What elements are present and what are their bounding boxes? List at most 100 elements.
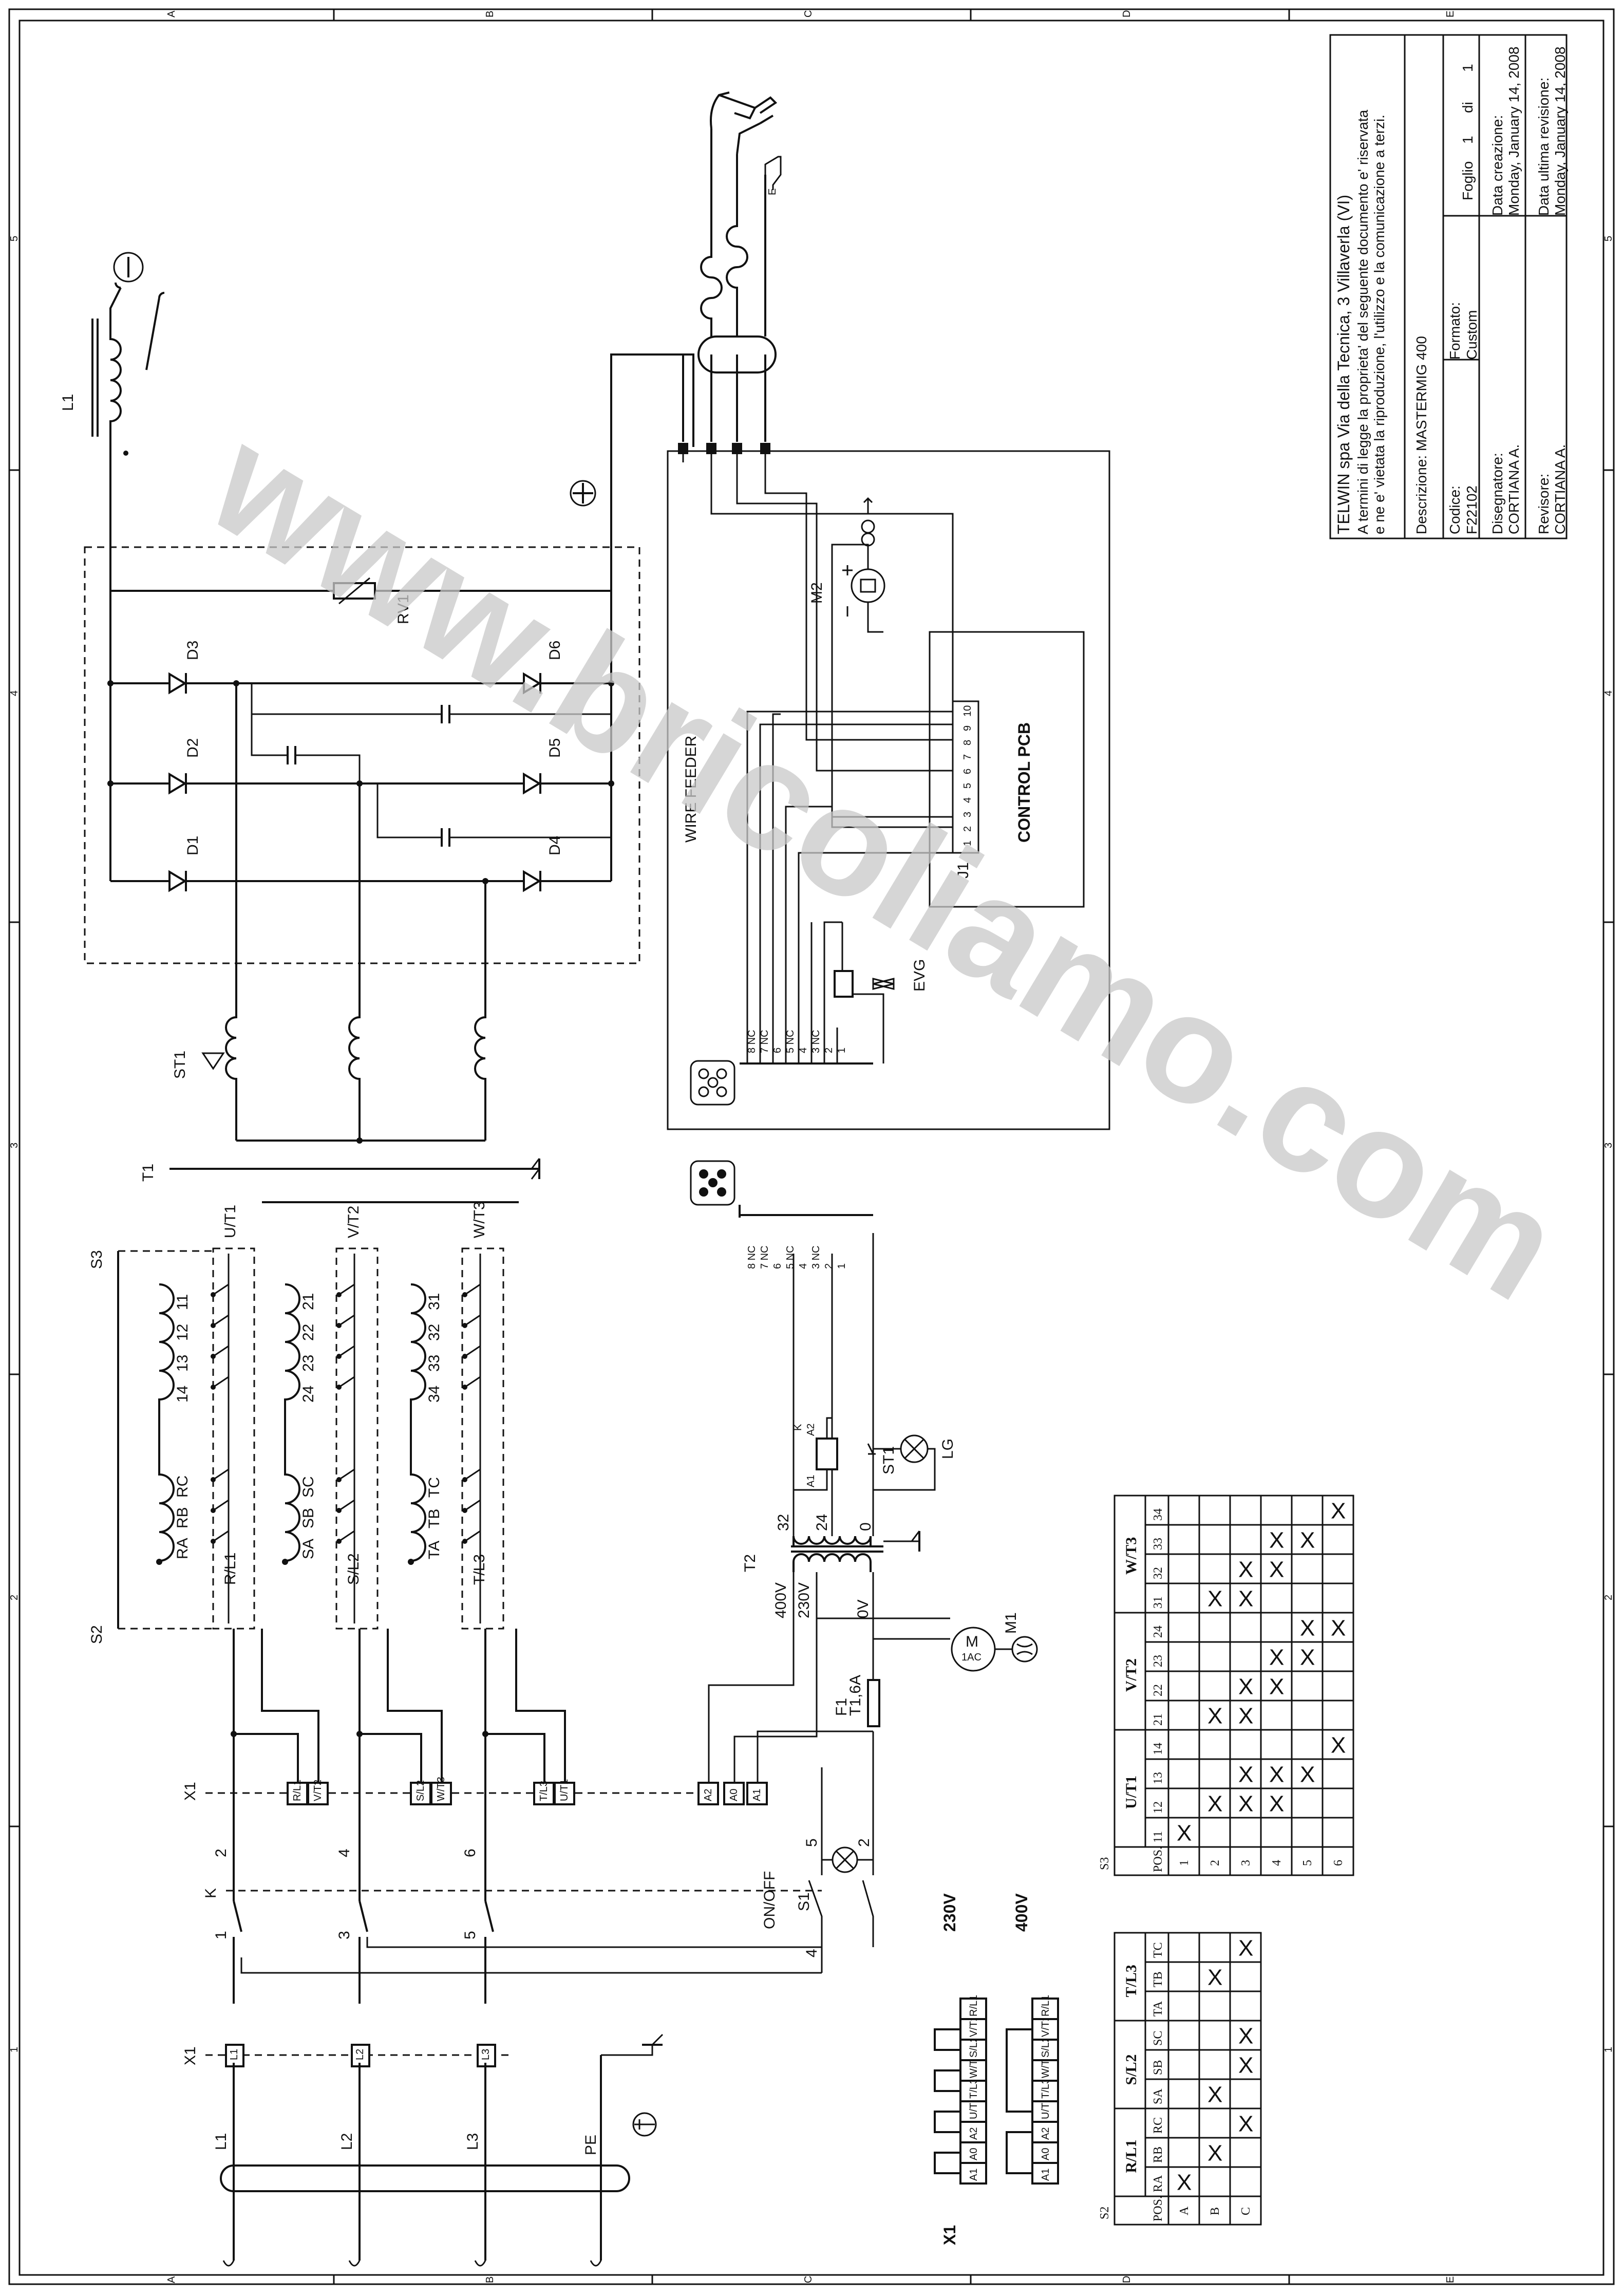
coil-a1: A1 xyxy=(805,1475,817,1487)
winding-tap-label: TA xyxy=(426,1541,443,1559)
feeder-connector xyxy=(690,1060,873,1106)
line-l3-label: L3 xyxy=(464,2133,481,2150)
config-400v-row-cell xyxy=(1031,2059,1059,2082)
s2-table-pos-header: POS. xyxy=(1152,2196,1165,2222)
config-400v-row-label: A0 xyxy=(1040,2148,1051,2160)
aux-transformer-t2: T2 400V 230V 0V 32 24 0 xyxy=(708,1514,920,1783)
s2-table-mark: X xyxy=(1238,2112,1253,2137)
s3-table-mark: X xyxy=(1207,1791,1222,1817)
s2-table-column-header: SB xyxy=(1152,2060,1165,2075)
s3-table-column-header: 32 xyxy=(1152,1567,1165,1579)
line-l2-label: L2 xyxy=(338,2133,355,2150)
control-connector-lower xyxy=(690,1160,873,1218)
s2-table-column-header: RC xyxy=(1152,2117,1165,2134)
frame-number-left: 5 xyxy=(9,236,20,241)
s2-table-column-header: RB xyxy=(1152,2146,1165,2163)
notice-line-2: e ne e' vietata la riproduzione, l'utili… xyxy=(1371,115,1387,534)
thermostat-t1: T1 xyxy=(140,1158,540,1182)
euro-connector: E xyxy=(678,91,954,772)
s3-table-group-header: V/T2 xyxy=(1123,1658,1140,1692)
winding-tap-label: 33 xyxy=(426,1355,443,1372)
x1-terminal-label: T/L3 xyxy=(538,1781,550,1801)
s3-table-mark: X xyxy=(1331,1499,1346,1524)
k-pin-3: 3 xyxy=(336,1931,353,1939)
t2-230v: 230V xyxy=(796,1582,813,1618)
config-400v-row-label: A1 xyxy=(1040,2169,1051,2181)
x1-terminal-label: V/T2 xyxy=(312,1780,324,1801)
x1-terminal xyxy=(746,1782,768,1805)
s3-table-row-pos: 3 xyxy=(1239,1860,1253,1866)
f1-label: F1 xyxy=(833,1698,850,1716)
s3-table-mark: X xyxy=(1207,1704,1222,1729)
code-label: Codice: xyxy=(1447,486,1463,534)
designer-name: CORTIANA A. xyxy=(1506,444,1522,534)
s3-label: S3 xyxy=(88,1250,105,1269)
frame-number-right: 4 xyxy=(1603,690,1614,696)
x1-voltage-config: X1 230V 400V A1A0A2U/T1T/L3W/T3S/L2V/T2R… xyxy=(934,1893,1059,2245)
line-l1-label: L1 xyxy=(213,2133,230,2150)
s3-table-column-header: 13 xyxy=(1152,1772,1165,1784)
sheet-number: 1 xyxy=(1460,136,1476,144)
config-230v-row-label: R/L1 xyxy=(968,1995,979,2017)
j1-pin-label: 3 xyxy=(962,812,973,817)
t2-32: 32 xyxy=(775,1514,792,1531)
jumper-230v xyxy=(934,2152,960,2174)
s2-table-row-pos: A xyxy=(1178,2206,1191,2215)
t1-label: T1 xyxy=(140,1164,157,1182)
frame-number-left: 1 xyxy=(9,2047,20,2052)
s3-table-mark: X xyxy=(1300,1528,1315,1553)
winding-tap-label: 24 xyxy=(300,1386,317,1403)
frame-number-left: 4 xyxy=(9,690,20,696)
config-230v-row-cell xyxy=(959,1998,987,2020)
frame-letter-top: D xyxy=(1121,10,1133,17)
coil-a2: A2 xyxy=(805,1424,817,1436)
winding-tap-label: 34 xyxy=(426,1386,443,1403)
s2-table-column-header: TC xyxy=(1152,1942,1165,1958)
diode-d2 xyxy=(168,772,187,795)
primary-wiring xyxy=(231,1629,566,1901)
s2-label: S2 xyxy=(88,1625,105,1644)
x1-terminal xyxy=(697,1782,719,1805)
m1-motor-sub: 1AC xyxy=(961,1652,982,1663)
s1-sub-label: ON/OFF xyxy=(761,1871,778,1929)
revised-date: Monday, January 14, 2008 xyxy=(1552,47,1568,216)
mains-input: L1 L2 L3 PE xyxy=(213,2033,664,2267)
fan-motor-m1: M 1AC M1 xyxy=(817,1612,1038,1672)
s2-table-column-header: TA xyxy=(1152,2001,1165,2017)
reviser-label: Revisore: xyxy=(1536,474,1552,534)
config-400v-row-label: U/T1 xyxy=(1040,2097,1051,2119)
feeder-wire-label: 1 xyxy=(836,1048,847,1053)
feeder-motor-m2 xyxy=(851,568,885,603)
feeder-wire-label: 4 xyxy=(798,1048,809,1053)
x1-terminal-label: W/T3 xyxy=(436,1777,447,1801)
sheet-total: 1 xyxy=(1460,64,1476,72)
m1-motor-text: M xyxy=(966,1633,978,1650)
s2-table-mark: X xyxy=(1238,1936,1253,1961)
inner-frame xyxy=(18,20,1605,2276)
t2-400v: 400V xyxy=(772,1582,789,1618)
frame-number-left: 3 xyxy=(9,1143,20,1148)
s3-table-pos-header: POS. xyxy=(1152,1846,1165,1872)
diode-d1 xyxy=(168,870,187,892)
feeder-wiring: EVG M2 xyxy=(746,497,953,1063)
j1-pin-label: 2 xyxy=(962,826,973,832)
s3-table-column-header: 14 xyxy=(1152,1743,1165,1755)
s2-table-mark: X xyxy=(1238,2024,1253,2049)
revised-label: Data ultima revisione: xyxy=(1536,78,1552,216)
s3-switch-table: U/T1V/T2W/T3111213142122232431323334POS.… xyxy=(1098,1495,1354,1876)
sheet-of: di xyxy=(1460,102,1476,113)
lower-wire-label: 8 NC xyxy=(746,1245,758,1269)
s2-table-row-pos: C xyxy=(1239,2207,1253,2215)
s3-table-group-header: U/T1 xyxy=(1123,1776,1140,1809)
format-value: Custom xyxy=(1464,310,1480,360)
config-400v-row-cell xyxy=(1031,2121,1059,2143)
s1-pin-5: 5 xyxy=(803,1838,820,1847)
s3-table-column-header: 21 xyxy=(1152,1713,1165,1726)
feeder-wire-label: 2 xyxy=(823,1048,835,1053)
lower-wire-label: 1 xyxy=(836,1263,847,1269)
